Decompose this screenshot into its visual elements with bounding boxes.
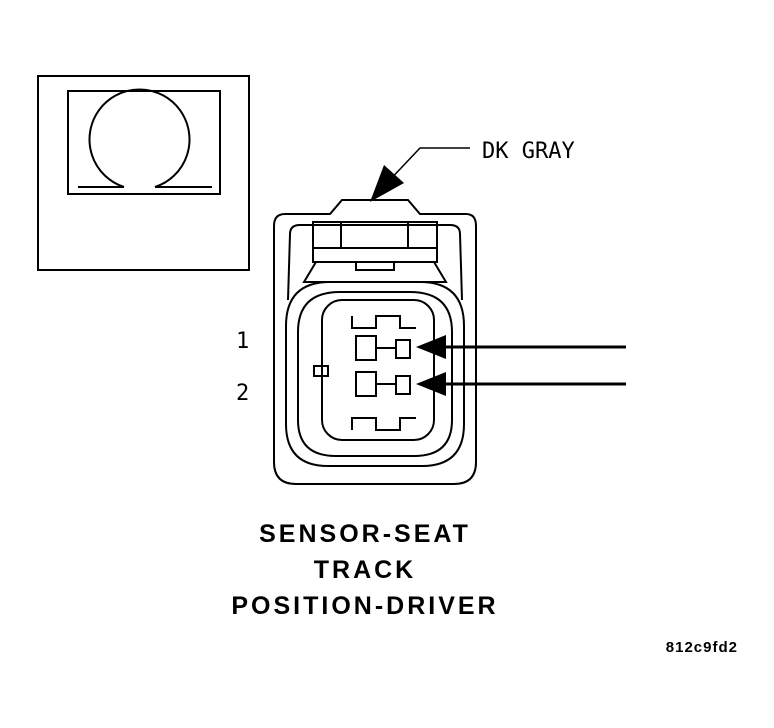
callout-arrowhead bbox=[370, 165, 404, 202]
terminal-bottom-clip bbox=[351, 417, 416, 431]
pin-1-label: 1 bbox=[236, 329, 249, 354]
terminal-1-body bbox=[355, 335, 377, 361]
inset-inner-frame bbox=[67, 90, 221, 195]
terminals bbox=[351, 315, 416, 431]
terminal-2 bbox=[355, 371, 411, 397]
wire-color-label: DK GRAY bbox=[482, 139, 575, 164]
polarizing-key bbox=[313, 365, 329, 377]
title-line-2: TRACK bbox=[314, 556, 417, 584]
title-line-3: POSITION-DRIVER bbox=[231, 592, 498, 620]
terminal-1 bbox=[355, 335, 411, 361]
connector-latch bbox=[287, 224, 463, 301]
wire-arrows bbox=[416, 335, 626, 396]
terminal-2-contact bbox=[395, 375, 411, 395]
connector-cavity bbox=[297, 291, 453, 457]
connector-inner-housing bbox=[285, 281, 465, 467]
pin-2-label: 2 bbox=[236, 381, 249, 406]
callout-leader-line bbox=[384, 147, 470, 186]
inset-circle-icon bbox=[88, 88, 191, 188]
connector-view-inset bbox=[37, 75, 250, 271]
wire-color-callout: DK GRAY bbox=[370, 139, 575, 202]
terminal-1-contact bbox=[395, 339, 411, 359]
connector-body bbox=[273, 199, 477, 485]
connector-outer-shell bbox=[273, 199, 477, 485]
terminal-2-body bbox=[355, 371, 377, 397]
inset-outer-frame bbox=[37, 75, 250, 271]
latch-window bbox=[312, 221, 438, 263]
title-line-1: SENSOR-SEAT bbox=[259, 520, 471, 548]
figure-code: 812c9fd2 bbox=[666, 639, 738, 656]
terminal-top-clip bbox=[351, 315, 416, 329]
wire-1-arrowhead bbox=[416, 335, 446, 359]
terminal-block bbox=[321, 299, 435, 441]
wire-2-arrowhead bbox=[416, 372, 446, 396]
connector-ramp bbox=[302, 261, 448, 283]
